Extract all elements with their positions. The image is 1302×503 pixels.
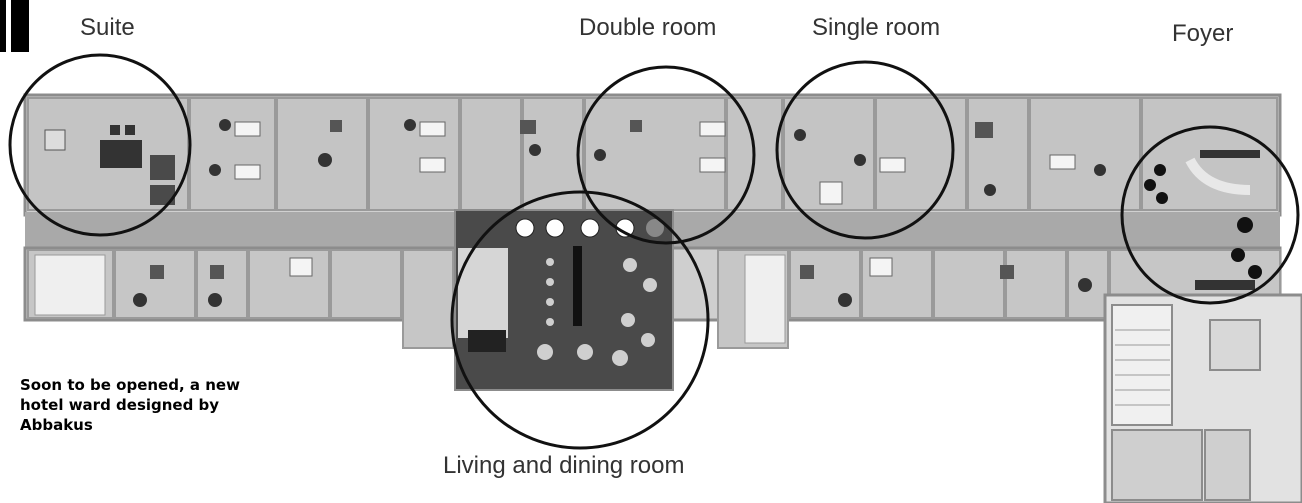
- living-dining-label: Living and dining room: [443, 452, 685, 479]
- caption: Soon to be opened, a new hotel ward desi…: [20, 376, 240, 434]
- living-dining-highlight-circle: [450, 190, 710, 450]
- double-room-label: Double room: [579, 14, 717, 41]
- foyer-highlight-circle: [1120, 125, 1300, 305]
- suite-label: Suite: [80, 14, 135, 41]
- suite-furniture: [44, 125, 175, 205]
- staircase-block: [1103, 293, 1302, 503]
- room-furniture: [133, 119, 1106, 307]
- double-room-highlight-circle: [576, 65, 756, 245]
- edge-marker: [0, 0, 29, 52]
- upper-wing: [23, 93, 1282, 217]
- lower-left-stairs: [34, 254, 786, 344]
- single-room-label: Single room: [812, 14, 941, 41]
- highlight-circles: [8, 53, 1300, 450]
- living-dining-block: [454, 209, 674, 391]
- suite-highlight-circle: [8, 53, 192, 237]
- single-room-highlight-circle: [775, 60, 955, 240]
- foyer-furniture: [1144, 150, 1262, 290]
- foyer-label: Foyer: [1172, 20, 1234, 47]
